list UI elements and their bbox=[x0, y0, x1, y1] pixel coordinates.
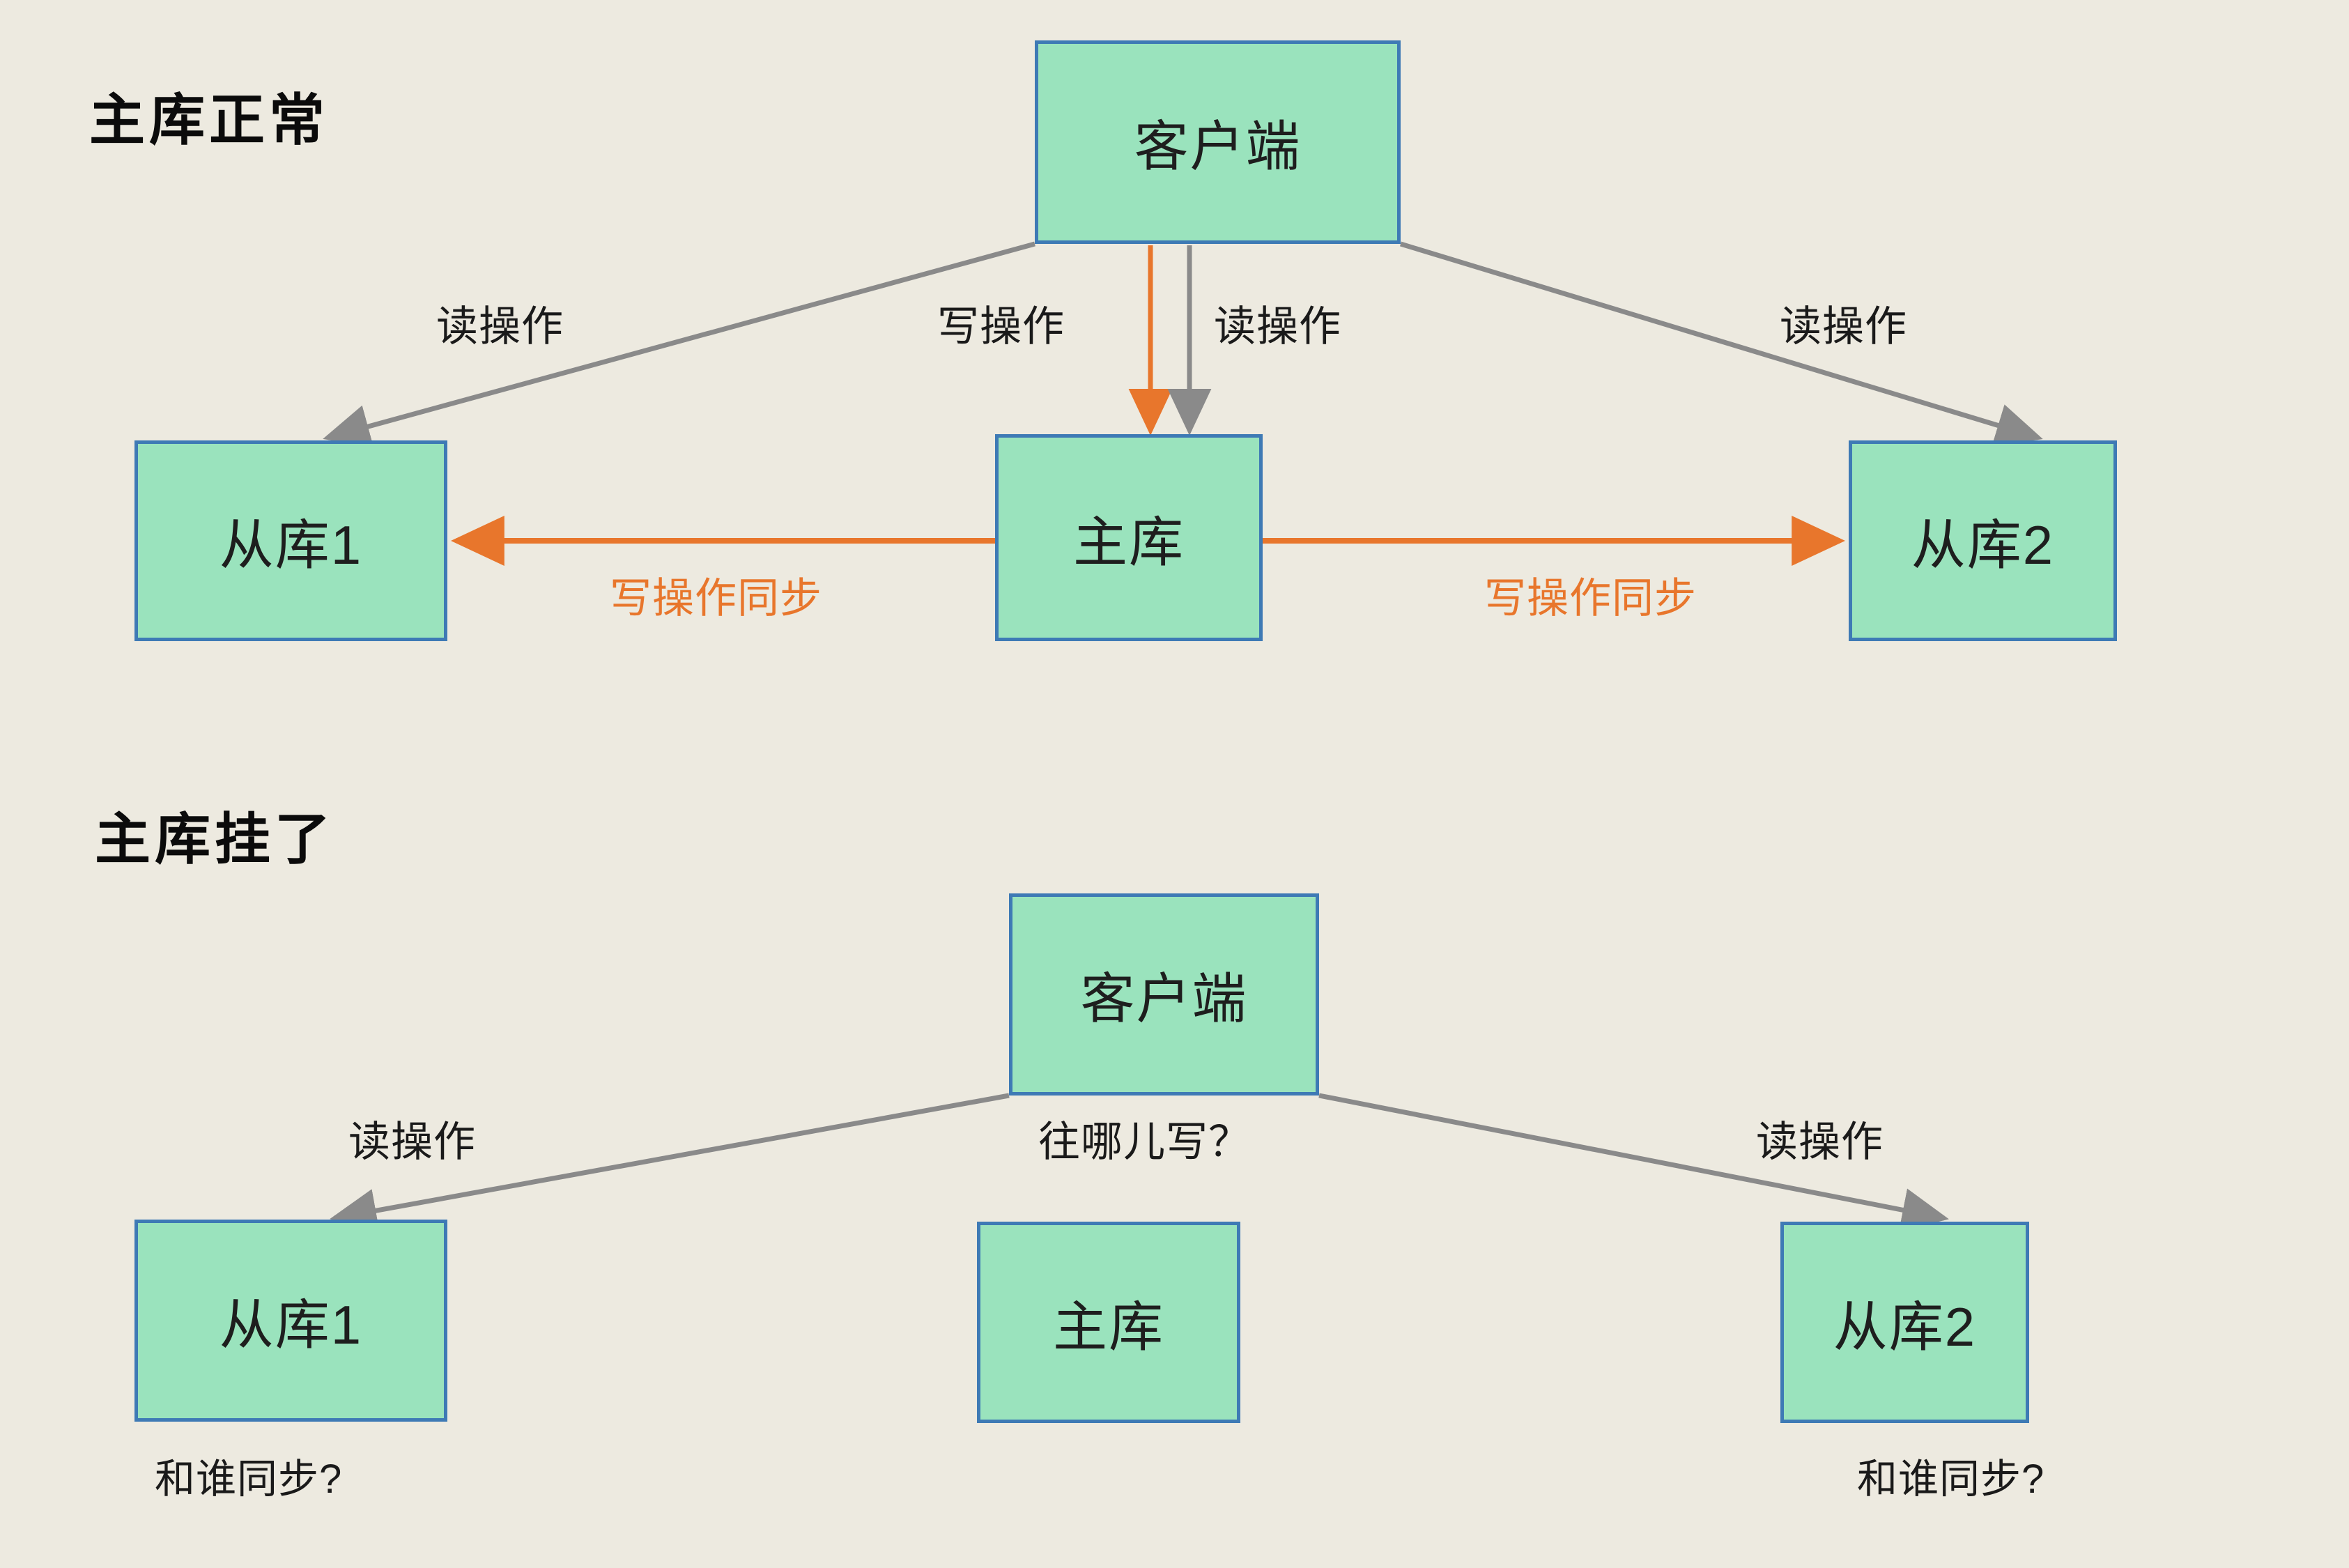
edge-label-down-client-to-slave1: 读操作 bbox=[348, 1119, 476, 1165]
node-label: 从库2 bbox=[1833, 1296, 1977, 1358]
node-slave1-normal[interactable]: 从库1 bbox=[134, 440, 447, 641]
arrow-client-to-slave2 bbox=[1399, 241, 2043, 447]
arrow-client-to-slave1 bbox=[323, 241, 1035, 448]
edge-label-client-to-master-write: 写操作 bbox=[937, 303, 1065, 350]
edge-label-write-target-question: 往哪儿写？ bbox=[1038, 1119, 1251, 1165]
edge-label-client-to-master-read: 读操作 bbox=[1214, 303, 1341, 350]
node-label: 客户端 bbox=[1080, 968, 1248, 1029]
node-label: 从库1 bbox=[219, 1294, 363, 1355]
note-slave2-sync-question: 和谁同步? bbox=[1857, 1456, 2045, 1502]
node-client-normal[interactable]: 客户端 bbox=[1035, 40, 1401, 244]
edge-label-master-to-slave2-sync: 写操作同步 bbox=[1484, 575, 1697, 622]
node-slave2-normal[interactable]: 从库2 bbox=[1849, 440, 2117, 641]
node-label: 主库 bbox=[1072, 511, 1185, 573]
edge-label-down-client-to-slave2: 读操作 bbox=[1756, 1119, 1884, 1165]
edge-label-client-to-slave2: 读操作 bbox=[1780, 303, 1907, 350]
note-slave1-sync-question: 和谁同步? bbox=[155, 1456, 343, 1502]
node-master-down[interactable]: 主库 bbox=[977, 1222, 1240, 1423]
node-label: 主库 bbox=[1052, 1296, 1164, 1358]
section-title-master-normal: 主库正常 bbox=[89, 89, 329, 151]
node-label: 客户端 bbox=[1134, 116, 1302, 177]
node-slave2-down[interactable]: 从库2 bbox=[1780, 1222, 2029, 1423]
node-client-down[interactable]: 客户端 bbox=[1009, 893, 1319, 1096]
edge-label-client-to-slave1: 读操作 bbox=[436, 303, 564, 350]
node-master-normal[interactable]: 主库 bbox=[995, 434, 1263, 641]
section-title-master-down: 主库挂了 bbox=[95, 808, 334, 870]
node-label: 从库2 bbox=[1911, 514, 2055, 576]
node-label: 从库1 bbox=[219, 514, 363, 576]
edge-label-master-to-slave1-sync: 写操作同步 bbox=[610, 575, 822, 622]
node-slave1-down[interactable]: 从库1 bbox=[134, 1220, 447, 1422]
